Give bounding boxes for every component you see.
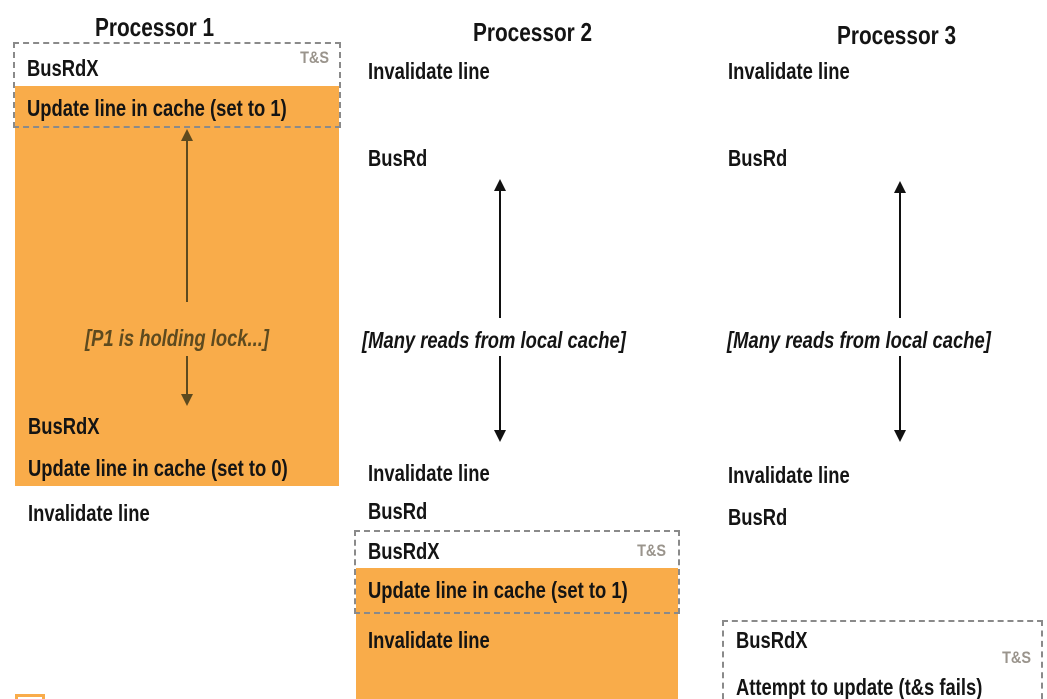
p1-update-set1-label: Update line in cache (set to 1) xyxy=(27,95,287,121)
p3-arrow-line-lower xyxy=(899,356,901,432)
p3-arrow-down-icon xyxy=(894,430,906,442)
p3-ts-tag: T&S xyxy=(1002,648,1031,667)
p1-busrdx-2-label: BusRdX xyxy=(28,413,100,439)
p2-arrow-down-icon xyxy=(494,430,506,442)
p3-many-reads-label: [Many reads from local cache] xyxy=(727,327,991,353)
legend-orange-swatch xyxy=(15,694,45,699)
p3-test-and-set-box: BusRdX T&S Attempt to update (t&s fails) xyxy=(722,620,1043,699)
p2-invalidate-1-label: Invalidate line xyxy=(368,58,490,84)
p2-ts-tag: T&S xyxy=(637,541,666,560)
p2-test-and-set-box: BusRdX T&S Update line in cache (set to … xyxy=(354,530,680,614)
p2-invalidate-3-label: Invalidate line xyxy=(368,627,490,653)
p3-invalidate-2-label: Invalidate line xyxy=(728,462,850,488)
p1-arrow-line-upper xyxy=(186,140,188,302)
p1-arrow-up-icon xyxy=(181,129,193,141)
p2-update-set1-label: Update line in cache (set to 1) xyxy=(368,577,628,603)
p2-exclusive-line-block xyxy=(356,568,678,699)
processor-3-title: Processor 3 xyxy=(837,20,957,50)
p2-arrow-line-lower xyxy=(499,356,501,432)
p1-update-set0-label: Update line in cache (set to 0) xyxy=(28,455,288,481)
p2-invalidate-2-label: Invalidate line xyxy=(368,460,490,486)
p2-arrow-line-upper xyxy=(499,190,501,318)
processor-1-title: Processor 1 xyxy=(95,12,215,42)
p1-arrow-down-icon xyxy=(181,394,193,406)
p3-busrdx-label: BusRdX xyxy=(736,627,808,653)
p3-arrow-up-icon xyxy=(894,181,906,193)
p1-ts-tag: T&S xyxy=(300,48,329,67)
p3-arrow-line-upper xyxy=(899,192,901,318)
p1-test-and-set-box: BusRdX T&S Update line in cache (set to … xyxy=(13,42,341,128)
p2-many-reads-label: [Many reads from local cache] xyxy=(362,327,626,353)
p2-arrow-up-icon xyxy=(494,179,506,191)
p3-busrd-1-label: BusRd xyxy=(728,145,788,171)
processor-2-title: Processor 2 xyxy=(473,17,593,47)
p1-invalidate-label: Invalidate line xyxy=(28,500,150,526)
p2-busrd-1-label: BusRd xyxy=(368,145,428,171)
p2-busrdx-label: BusRdX xyxy=(368,538,440,564)
p2-busrd-2-label: BusRd xyxy=(368,498,428,524)
p3-attempt-update-label: Attempt to update (t&s fails) xyxy=(736,674,983,699)
p3-busrd-2-label: BusRd xyxy=(728,504,788,530)
p1-exclusive-line-block xyxy=(15,86,339,486)
p1-holding-lock-label: [P1 is holding lock...] xyxy=(85,325,270,351)
p1-busrdx-1-label: BusRdX xyxy=(27,55,99,81)
p3-invalidate-1-label: Invalidate line xyxy=(728,58,850,84)
p1-arrow-line-lower xyxy=(186,356,188,396)
